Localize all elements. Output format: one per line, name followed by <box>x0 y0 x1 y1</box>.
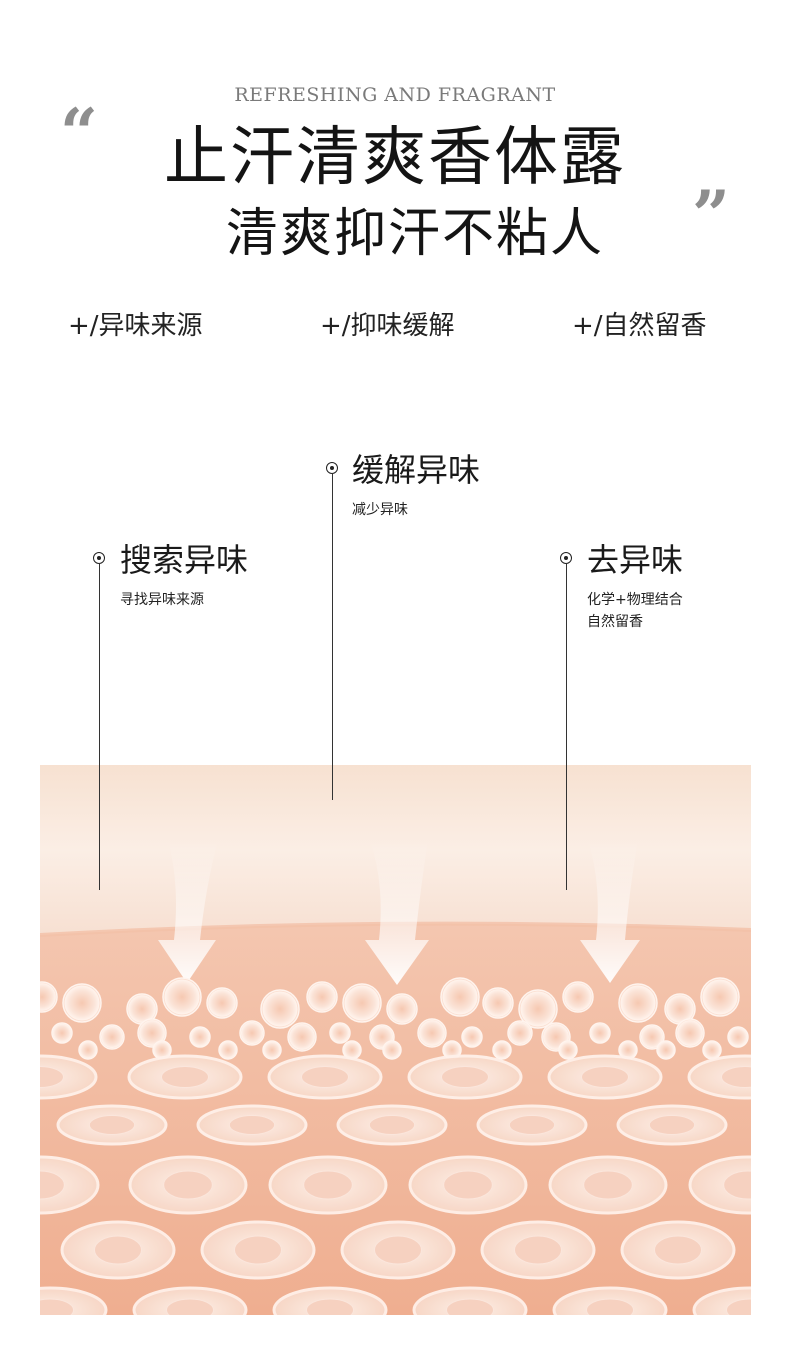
cell-nucleus <box>228 1115 276 1135</box>
bubble <box>137 1018 167 1048</box>
skin-cell <box>40 1054 98 1100</box>
skin-cell <box>688 1155 751 1215</box>
cell-nucleus <box>373 1235 423 1265</box>
point-desc-remove-1: 化学+物理结合 <box>587 592 683 608</box>
subtitle-english: REFRESHING AND FRAGRANT <box>234 84 556 106</box>
bubble <box>189 1026 211 1048</box>
cell-nucleus <box>88 1115 136 1135</box>
bubble <box>386 993 418 1025</box>
cell-nucleus <box>508 1115 556 1135</box>
pointer-line-left <box>99 564 100 890</box>
open-quote-icon: “ <box>60 94 98 172</box>
skin-cell <box>40 1155 100 1215</box>
bubble <box>562 981 594 1013</box>
bubble <box>639 1024 665 1050</box>
bubble <box>382 1040 402 1060</box>
cell-nucleus <box>40 1298 75 1315</box>
cell-nucleus <box>445 1298 495 1315</box>
cell-nucleus <box>303 1170 353 1200</box>
bubble <box>162 977 202 1017</box>
arrow-icon <box>580 840 640 983</box>
benefit-odor-relief: +/抑味缓解 <box>320 311 455 341</box>
cell-nucleus <box>653 1235 703 1265</box>
cell-nucleus <box>648 1115 696 1135</box>
skin-layer-illustration <box>40 765 751 1315</box>
bubble <box>589 1022 611 1044</box>
point-desc-relieve: 减少异味 <box>352 502 408 518</box>
arrow-icon <box>158 840 218 983</box>
cell-nucleus <box>440 1066 490 1088</box>
cell-nucleus <box>513 1235 563 1265</box>
bubble <box>702 1040 722 1060</box>
target-marker-icon <box>326 462 338 474</box>
cell-nucleus <box>40 1066 65 1088</box>
product-title: 止汗清爽香体露 <box>164 121 626 195</box>
bubble <box>218 1040 238 1060</box>
cell-nucleus <box>585 1298 635 1315</box>
bubble <box>306 981 338 1013</box>
bubble <box>260 989 300 1029</box>
bubble <box>518 989 558 1029</box>
bubble <box>99 1024 125 1050</box>
benefit-natural-scent: +/自然留香 <box>572 311 707 341</box>
target-marker-icon <box>560 552 572 564</box>
target-marker-icon <box>93 552 105 564</box>
bubble <box>656 1040 676 1060</box>
bubble <box>329 1022 351 1044</box>
bubble <box>417 1018 447 1048</box>
bubble <box>440 977 480 1017</box>
point-desc-search: 寻找异味来源 <box>120 592 204 608</box>
bubble <box>507 1020 533 1046</box>
cell-nucleus <box>40 1170 65 1200</box>
bubble <box>675 1018 705 1048</box>
bubble <box>62 983 102 1023</box>
skin-cell <box>687 1054 751 1100</box>
bubble <box>482 987 514 1019</box>
bubble <box>40 981 58 1013</box>
cell-nucleus <box>368 1115 416 1135</box>
close-quote-icon: ” <box>692 176 730 254</box>
bubble <box>461 1026 483 1048</box>
bubble <box>262 1040 282 1060</box>
bubble <box>342 983 382 1023</box>
bubble <box>727 1026 749 1048</box>
bubble <box>287 1022 317 1052</box>
bubble <box>618 983 658 1023</box>
point-desc-remove-2: 自然留香 <box>587 614 643 630</box>
cell-nucleus <box>165 1298 215 1315</box>
bubble <box>700 977 740 1017</box>
bubble <box>206 987 238 1019</box>
benefit-odor-source: +/异味来源 <box>68 311 203 341</box>
cell-nucleus <box>93 1235 143 1265</box>
bubble <box>78 1040 98 1060</box>
arrow-icon <box>365 840 429 985</box>
bubble <box>239 1020 265 1046</box>
point-title-remove: 去异味 <box>587 541 684 579</box>
cell-nucleus <box>583 1170 633 1200</box>
cell-nucleus <box>163 1170 213 1200</box>
pointer-line-center <box>332 474 333 800</box>
cell-nucleus <box>233 1235 283 1265</box>
point-title-search: 搜索异味 <box>120 541 249 579</box>
cell-nucleus <box>720 1066 751 1088</box>
bubble <box>492 1040 512 1060</box>
cell-nucleus <box>443 1170 493 1200</box>
cell-nucleus <box>580 1066 630 1088</box>
point-title-relieve: 缓解异味 <box>352 451 481 489</box>
bubble <box>51 1022 73 1044</box>
pointer-line-right <box>566 564 567 890</box>
cell-nucleus <box>160 1066 210 1088</box>
cell-nucleus <box>725 1298 751 1315</box>
product-slogan: 清爽抑汗不粘人 <box>225 204 604 264</box>
cell-nucleus <box>300 1066 350 1088</box>
cell-nucleus <box>305 1298 355 1315</box>
cell-nucleus <box>723 1170 751 1200</box>
bubble <box>558 1040 578 1060</box>
